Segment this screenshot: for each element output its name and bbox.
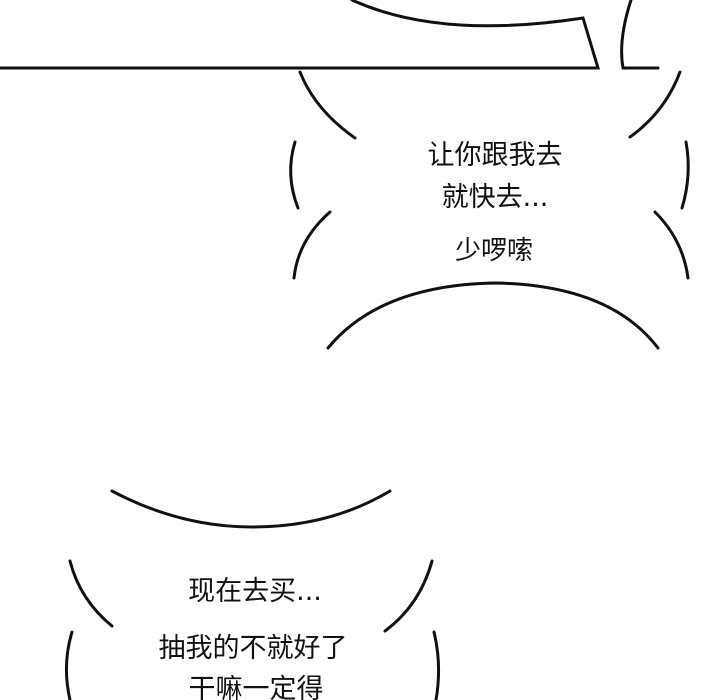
- speech-text: 干嘛一定得: [188, 674, 324, 700]
- bubble-arc: [383, 559, 434, 633]
- bubble-arc: [68, 559, 114, 628]
- bubble-arc: [289, 140, 300, 210]
- bubble-arc: [64, 630, 74, 700]
- speech-text: 现在去买...: [188, 576, 322, 607]
- panel-border-right: [620, 0, 660, 70]
- bubble-arc: [680, 140, 690, 210]
- bubble-arc: [298, 70, 357, 140]
- speech-text: 少啰嗦: [454, 236, 534, 266]
- bubble-arc: [653, 210, 690, 280]
- bubble-arc: [628, 70, 682, 139]
- speech-text: 抽我的不就好了: [158, 633, 348, 664]
- bubble-arc: [110, 489, 392, 529]
- speech-text: 就快去...: [441, 182, 549, 213]
- bubble-arc: [326, 281, 660, 350]
- speech-text: 让你跟我去: [427, 140, 563, 171]
- bubble-arc: [292, 210, 332, 280]
- bubble-arc: [432, 630, 441, 700]
- panel-border-top: [0, 0, 601, 70]
